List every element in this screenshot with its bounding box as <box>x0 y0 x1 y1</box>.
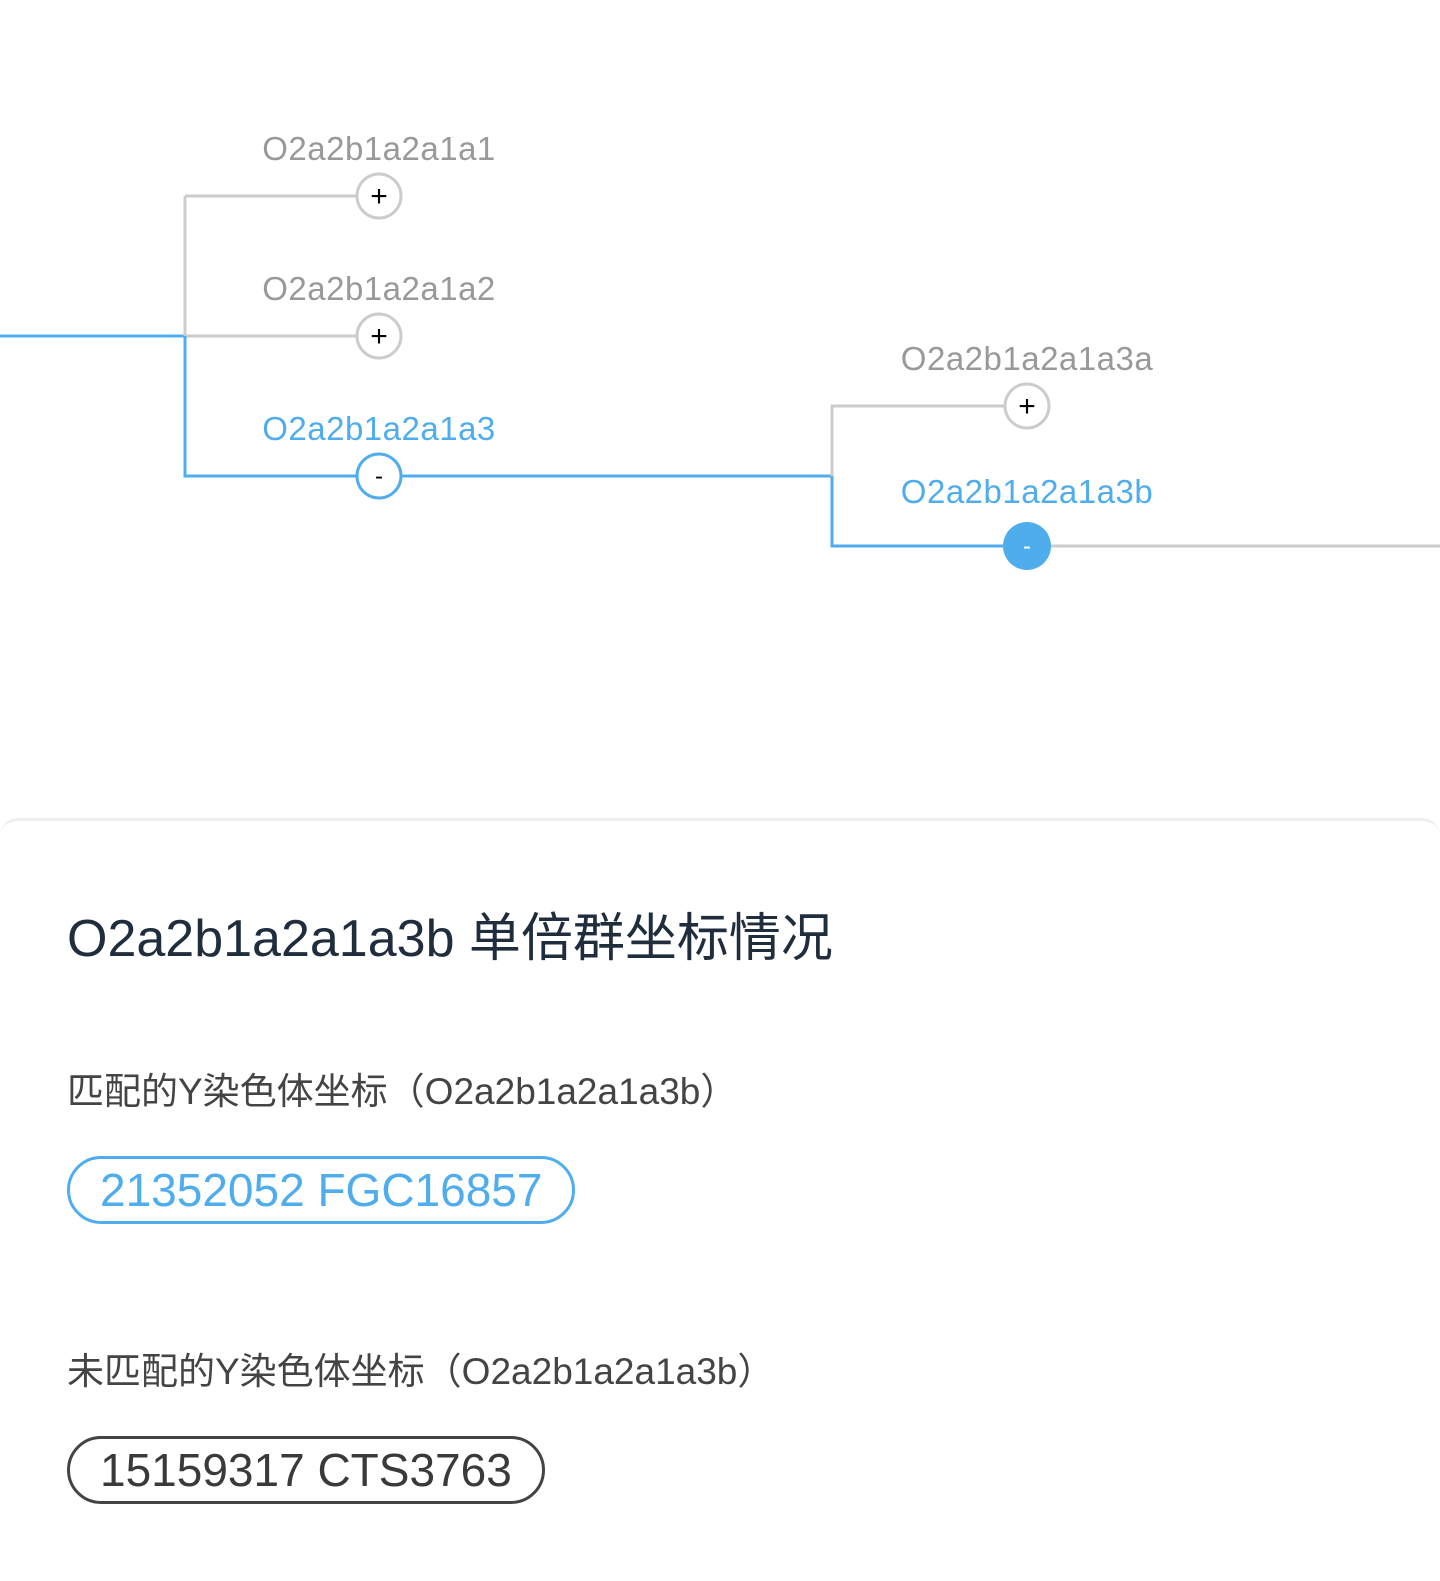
unmatched-snps-label: 未匹配的Y染色体坐标（O2a2b1a2a1a3b） <box>67 1351 775 1392</box>
matched-snps-label: 匹配的Y染色体坐标（O2a2b1a2a1a3b） <box>67 1071 738 1112</box>
branch-line <box>401 474 1004 548</box>
detail-title: O2a2b1a2a1a3b 单倍群坐标情况 <box>67 910 833 968</box>
node-toggle-n1[interactable]: + <box>355 172 403 220</box>
tree-lines: + + - + - <box>0 172 1440 570</box>
branch-line <box>183 336 357 478</box>
node-label-n3[interactable]: O2a2b1a2a1a3 <box>262 410 496 447</box>
haplogroup-tree: + + - + - O2a2b1a2a1a1 O2a2b1a2a1a2 O2a2… <box>0 130 1440 570</box>
node-toggle-n3[interactable]: - <box>355 452 403 500</box>
node-label-n4[interactable]: O2a2b1a2a1a3a <box>900 340 1154 377</box>
plus-icon: + <box>370 180 388 213</box>
node-toggle-n5[interactable]: - <box>1003 522 1051 570</box>
node-toggle-n4[interactable]: + <box>1003 382 1051 430</box>
matched-snp-chip[interactable]: 21352052 FGC16857 <box>67 1156 576 1224</box>
plus-icon: + <box>1018 390 1036 423</box>
node-label-n2[interactable]: O2a2b1a2a1a2 <box>262 270 496 307</box>
haplogroup-detail-card: O2a2b1a2a1a3b 单倍群坐标情况 匹配的Y染色体坐标（O2a2b1a2… <box>0 818 1440 1581</box>
node-toggle-n2[interactable]: + <box>355 312 403 360</box>
node-label-n5[interactable]: O2a2b1a2a1a3b <box>900 473 1154 510</box>
branch-line <box>830 404 1004 476</box>
node-label-n1[interactable]: O2a2b1a2a1a1 <box>262 130 496 167</box>
minus-icon: - <box>375 463 383 490</box>
minus-icon: - <box>1023 533 1031 560</box>
plus-icon: + <box>370 320 388 353</box>
unmatched-snp-chip[interactable]: 15159317 CTS3763 <box>67 1436 545 1504</box>
